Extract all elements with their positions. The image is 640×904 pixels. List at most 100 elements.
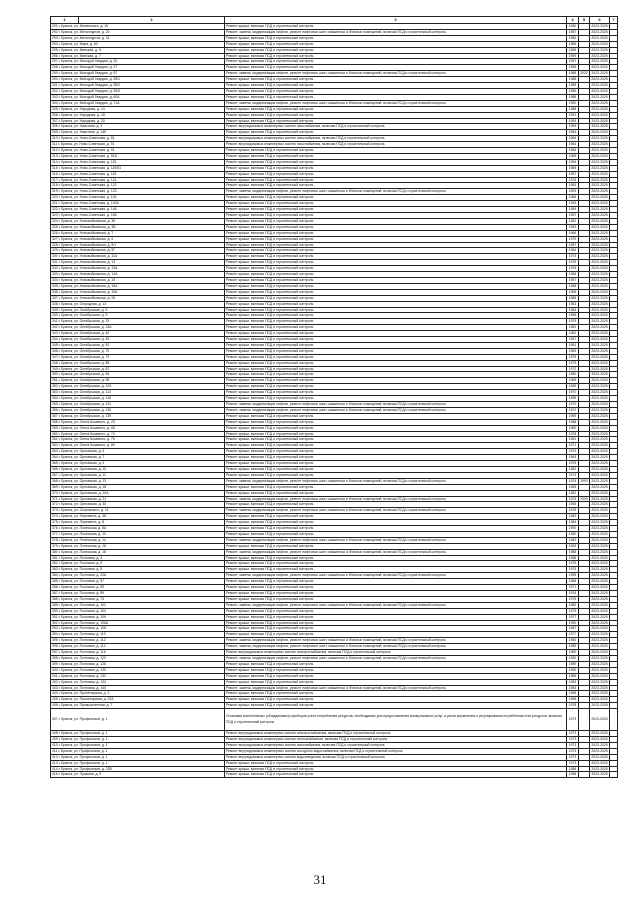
cell-col-6: 2023-2025 <box>589 672 610 680</box>
cell-col-6: 2023-2025 <box>589 312 610 320</box>
cell-col-6: 2023-2025 <box>589 477 610 485</box>
cell-col-6: 2023-2025 <box>589 99 610 107</box>
cell-col-6: 2023-2025 <box>589 554 610 562</box>
cell-col-6: 2023-2025 <box>589 753 610 761</box>
cell-col-6: 2023-2025 <box>589 607 610 615</box>
registry-table: 1 2 3 4 5 6 7 291 г. Брянск, ул. Меженск… <box>50 16 618 779</box>
cell-col-6: 2023-2025 <box>589 747 610 755</box>
cell-col-6: 2023-2025 <box>589 741 610 749</box>
cell-col-6: 2023-2025 <box>589 548 610 556</box>
cell-col-6: 2023-2025 <box>589 182 610 190</box>
cell-col-6: 2023-2025 <box>589 336 610 343</box>
cell-col-6: 2023-2025 <box>589 436 610 444</box>
cell-col-6: 2023-2025 <box>589 276 610 284</box>
cell-col-6: 2023-2025 <box>589 330 610 338</box>
cell-col-6: 2023-2025 <box>589 341 610 349</box>
cell-col-6: 2023-2025 <box>589 82 610 89</box>
cell-col-6: 2023-2025 <box>589 164 610 172</box>
cell-col-6: 2023-2025 <box>589 200 610 208</box>
cell-col-6: 2023-2025 <box>589 643 610 651</box>
cell-col-7 <box>609 708 618 732</box>
cell-col-6: 2023-2025 <box>589 217 610 225</box>
cell-col-6: 2023-2025 <box>589 578 610 586</box>
cell-col-6: 2023-2025 <box>589 471 610 479</box>
header-col-2: 2 <box>78 16 225 24</box>
cell-col-6: 2023-2025 <box>589 383 610 391</box>
header-col-3: 3 <box>224 16 567 24</box>
header-col-7: 7 <box>609 16 618 24</box>
page-number: 31 <box>313 872 327 887</box>
cell-col-6: 2023-2025 <box>589 58 610 66</box>
cell-col-6: 2023-2025 <box>589 678 610 686</box>
cell-col-6: 2023-2025 <box>589 519 610 527</box>
cell-col-6: 2023-2025 <box>589 637 610 645</box>
cell-col-6: 2023-2025 <box>589 412 610 420</box>
cell-col-6: 2023-2025 <box>589 40 610 48</box>
cell-col-6: 2023-2025 <box>589 590 610 597</box>
cell-col-6: 2023-2025 <box>589 365 610 373</box>
cell-col-6: 2023-2025 <box>589 176 610 184</box>
cell-col-6: 2023-2025 <box>589 501 610 509</box>
cell-col-6: 2023-2025 <box>589 465 610 473</box>
cell-col-6: 2023-2025 <box>589 513 610 521</box>
cell-col-6: 2023-2025 <box>589 619 610 627</box>
cell-col-6: 2023-2025 <box>589 170 610 178</box>
cell-col-4: 1973 <box>566 708 579 732</box>
cell-col-6: 2023-2025 <box>589 696 610 704</box>
cell-col-6: 2023-2025 <box>589 93 610 101</box>
cell-col-6: 2023-2025 <box>589 530 610 538</box>
cell-col-6: 2023-2025 <box>589 584 610 591</box>
cell-col-6: 2023-2025 <box>589 489 610 497</box>
cell-col-6: 2023-2025 <box>589 223 610 231</box>
cell-col-6: 2023-2025 <box>589 347 610 355</box>
cell-col-6: 2023-2025 <box>589 401 610 408</box>
cell-col-6: 2023-2025 <box>589 660 610 668</box>
cell-col-6: 2023-2025 <box>589 448 610 456</box>
cell-col-6: 2023-2025 <box>589 123 610 131</box>
cell-col-6: 2023-2025 <box>589 371 610 379</box>
cell-col-6: 2023-2025 <box>589 253 610 261</box>
header-col-1: 1 <box>50 16 79 24</box>
cell-col-6: 2023-2025 <box>589 76 610 84</box>
cell-col-6: 2023-2025 <box>589 625 610 633</box>
cell-col-6: 2023-2025 <box>589 595 610 603</box>
cell-col-6: 2023-2025 <box>589 28 610 36</box>
cell-col-6: 2023-2025 <box>589 105 610 113</box>
cell-col-6: 2023-2025 <box>589 631 610 639</box>
table-row: 330 г. Брянск, ул. Новозыбковская, д. 11… <box>50 253 618 261</box>
cell-col-6: 2023-2025 <box>589 46 610 54</box>
cell-col-6: 2023-2025 <box>589 572 610 580</box>
cell-col-4: 1958 <box>566 771 579 779</box>
cell-col-6: 2023-2025 <box>589 684 610 692</box>
cell-col-6: 2023-2025 <box>589 359 610 367</box>
cell-col-6: 2023-2025 <box>589 507 610 515</box>
cell-col-6: 2023-2025 <box>589 52 610 60</box>
cell-col-6: 2023-2025 <box>589 241 610 249</box>
cell-col-6: 2023-2025 <box>589 649 610 656</box>
cell-col-7 <box>609 771 618 779</box>
cell-address: 415 г. Брянск, ул. Пушкина, д. 9 <box>50 771 225 779</box>
cell-col-6: 2023-2025 <box>589 765 610 773</box>
header-col-5: 5 <box>578 16 590 24</box>
cell-col-6: 2023-2025 <box>589 135 610 143</box>
cell-col-6: 2023-2025 <box>589 206 610 213</box>
cell-col-6: 2023-2025 <box>589 542 610 550</box>
cell-col-6: 2023-2025 <box>589 454 610 462</box>
cell-col-6: 2023-2025 <box>589 259 610 267</box>
cell-col-5 <box>578 708 590 732</box>
cell-col-6: 2023-2025 <box>589 759 610 767</box>
cell-col-6: 2023-2025 <box>589 771 610 779</box>
cell-col-6: 2023-2025 <box>589 152 610 160</box>
cell-col-6: 2023-2025 <box>589 87 610 95</box>
cell-col-6: 2023-2025 <box>589 736 610 743</box>
cell-col-6: 2023-2025 <box>589 141 610 149</box>
cell-works: Установка коллективных (общедомовых) при… <box>224 708 567 732</box>
header-col-6: 6 <box>589 16 610 24</box>
